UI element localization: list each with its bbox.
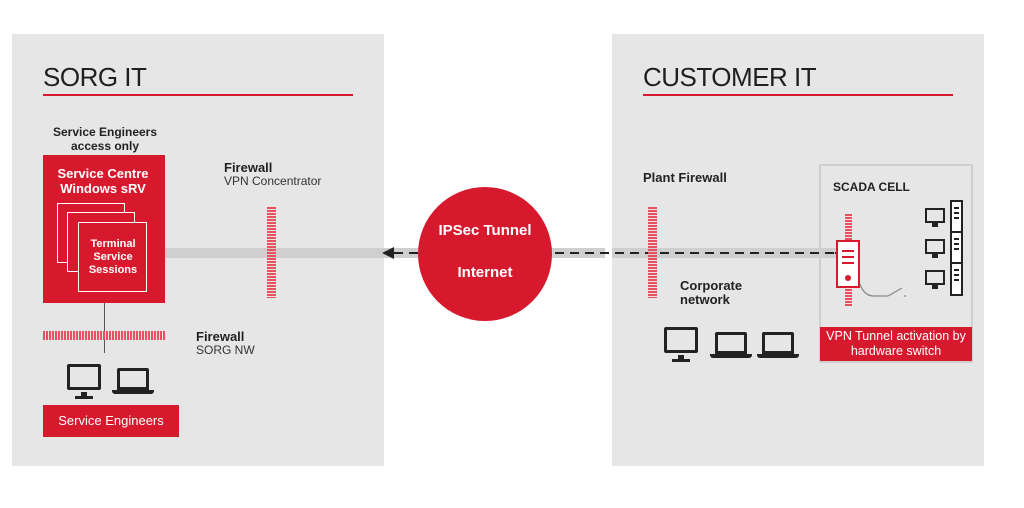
terminal-sessions-label: Terminal Service Sessions bbox=[88, 238, 138, 276]
scada-server-3-icon bbox=[950, 262, 963, 296]
scada-monitor-3-icon bbox=[925, 270, 945, 289]
corporate-laptop-2-icon bbox=[757, 332, 799, 358]
firewall-vpn-icon bbox=[267, 207, 276, 298]
arrow-head-icon bbox=[382, 247, 394, 259]
engineer-laptop-icon bbox=[112, 368, 154, 394]
internet-label: Internet bbox=[457, 264, 513, 281]
customer-it-title-underline bbox=[643, 94, 953, 96]
vpn-tunnel-dashed-line bbox=[382, 247, 840, 259]
scada-monitor-1-icon bbox=[925, 208, 945, 227]
internal-link bbox=[104, 303, 105, 353]
vpn-router-icon bbox=[836, 240, 860, 288]
corporate-laptop-icon bbox=[710, 332, 752, 358]
scada-cell-label: SCADA CELL bbox=[833, 180, 910, 194]
scada-cell-box bbox=[819, 164, 973, 363]
ipsec-tunnel-label: IPSec Tunnel bbox=[438, 222, 532, 239]
firewall-vpn-subtitle: VPN Concentrator bbox=[224, 174, 322, 188]
hardware-switch-icon bbox=[859, 283, 906, 297]
firewall-vpn-title: Firewall bbox=[224, 160, 273, 175]
vpn-activation-badge: VPN Tunnel activation by hardware switch bbox=[820, 327, 972, 361]
terminal-sessions-box bbox=[78, 222, 147, 292]
sorg-it-title: SORG IT bbox=[43, 62, 147, 92]
service-centre-label: Service Centre Windows sRV bbox=[57, 166, 149, 196]
corporate-monitor-icon bbox=[664, 327, 698, 362]
service-engineers-badge: Service Engineers bbox=[43, 405, 179, 437]
plant-firewall-label: Plant Firewall bbox=[643, 170, 727, 185]
scada-server-2-icon bbox=[950, 231, 963, 265]
firewall-sorg-nw-title: Firewall bbox=[196, 329, 245, 344]
engineer-monitor-icon bbox=[67, 364, 101, 399]
access-note: Service Engineers access only bbox=[52, 125, 158, 153]
ipsec-tunnel-circle bbox=[418, 187, 552, 321]
scada-monitor-2-icon bbox=[925, 239, 945, 258]
plant-firewall-icon bbox=[648, 207, 657, 298]
scada-server-1-icon bbox=[950, 200, 963, 234]
firewall-sorg-nw-icon bbox=[43, 331, 165, 340]
firewall-sorg-nw-subtitle: SORG NW bbox=[196, 343, 255, 357]
sorg-it-title-underline bbox=[43, 94, 353, 96]
customer-it-title: CUSTOMER IT bbox=[643, 62, 817, 92]
corporate-network-label: Corporate network bbox=[680, 278, 743, 307]
